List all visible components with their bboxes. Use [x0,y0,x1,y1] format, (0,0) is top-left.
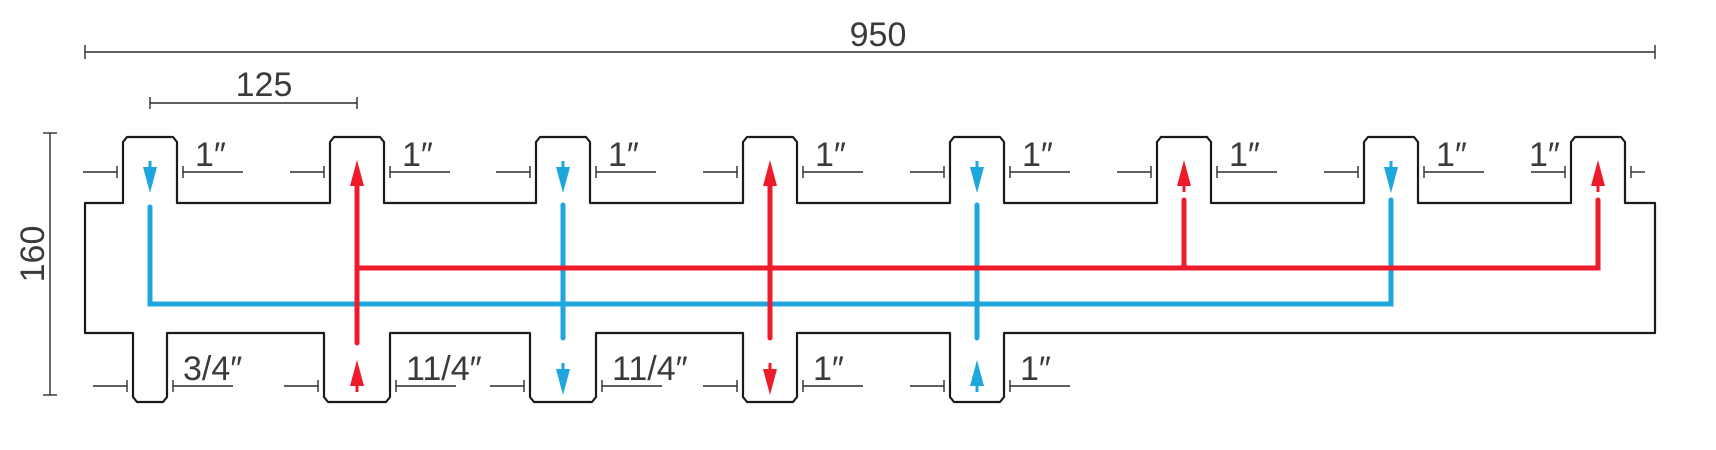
flow-arrow-up-icon [763,160,777,186]
flow-arrow-down-icon [143,167,157,193]
port-size-label: 1″ [813,350,844,388]
flow-arrow-down-icon [1384,167,1398,193]
flow-arrow-up-icon [350,160,364,186]
port-size-label: 1″ [402,136,433,174]
top-port: 1″ [1324,136,1484,193]
top-port: 1″ [496,136,656,193]
port-size-label: 3/4″ [183,350,242,388]
flow-arrow-up-icon [1591,160,1605,186]
top-port: 1″ [1529,136,1645,192]
top-port: 1″ [290,136,450,192]
height-dimension: 160 [14,132,57,396]
flow-arrow-down-icon [763,369,777,395]
port-size-label: 1″ [608,136,639,174]
overall-length-dimension: 950 [84,16,1656,59]
bottom-port: 1″ [703,350,863,395]
flow-lines [147,177,1601,346]
top-port: 1″ [83,136,243,193]
flow-arrow-up-icon [970,360,984,386]
overall-length-label: 950 [850,16,907,54]
supply-header-line [354,197,1601,346]
top-ports: 1″ 1″ 1″ 1″ 1″ 1″ 1″ 1″ [83,136,1645,193]
port-size-label: 11/4″ [406,350,482,388]
bottom-ports: 3/4″ 11/4″ 11/4″ 1″ 1″ [93,350,1070,395]
port-size-label: 1″ [1229,136,1260,174]
pitch-dimension: 125 [149,66,358,109]
top-port: 1″ [703,136,863,192]
height-label: 160 [14,226,52,283]
flow-arrow-down-icon [970,167,984,193]
port-size-label: 1″ [1020,350,1051,388]
port-size-label: 1″ [1436,136,1467,174]
flow-arrow-down-icon [556,369,570,395]
top-port: 1″ [1117,136,1277,192]
port-size-label: 11/4″ [612,350,688,388]
bottom-port: 11/4″ [284,350,482,392]
bottom-port: 11/4″ [490,350,688,395]
port-size-label: 1″ [815,136,846,174]
flow-arrow-down-icon [556,167,570,193]
bottom-port: 1″ [910,350,1070,392]
port-size-label: 1″ [1022,136,1053,174]
top-port: 1″ [910,136,1070,193]
port-size-label: 1″ [1529,136,1560,174]
flow-arrow-up-icon [1177,160,1191,186]
flow-arrow-up-icon [350,360,364,386]
port-size-label: 1″ [195,136,226,174]
pitch-label: 125 [236,66,293,104]
bottom-port: 3/4″ [93,350,242,392]
